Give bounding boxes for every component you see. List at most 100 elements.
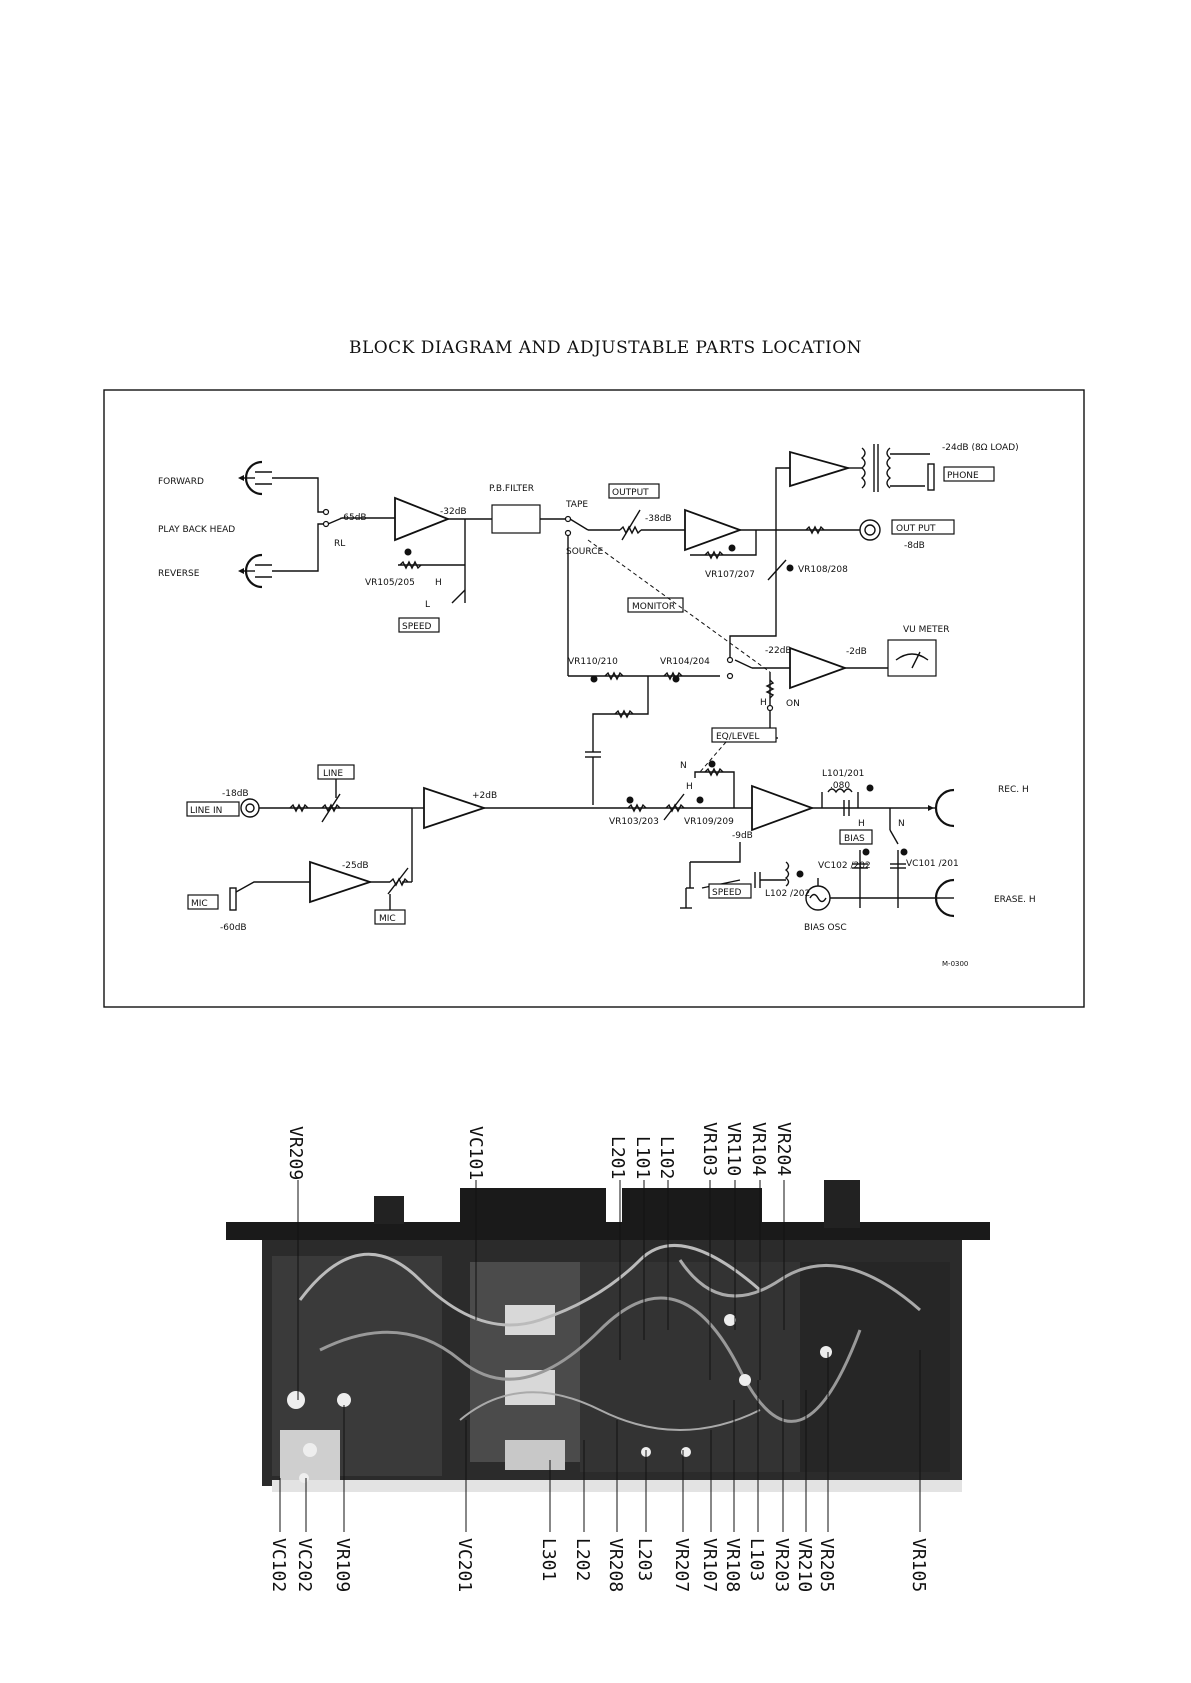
mic-input-box (187, 894, 219, 910)
label-vr207: VR207 (671, 1538, 692, 1592)
photo-labels-top: VR209 VC101 L201 L101 L102 VR103 VR110 V… (285, 1122, 794, 1180)
label-vr108: VR108 (722, 1538, 743, 1592)
vc101-label: VC101 /201 (906, 859, 959, 869)
playback-amp-icon (394, 496, 451, 542)
level-minus8: -8dB (904, 541, 925, 551)
level-minus2: -2dB (846, 647, 867, 657)
h-label: H (760, 698, 767, 708)
level-minus32: -32dB (440, 507, 467, 517)
source-label: SOURCE (566, 547, 603, 557)
phone-box (943, 466, 995, 482)
output-amp-icon (684, 508, 743, 552)
level-minus9: -9dB (732, 831, 753, 841)
mic-amp-icon (309, 860, 373, 904)
speed-switch-box (398, 617, 440, 633)
diagram-code: M-0300 (942, 960, 968, 968)
vu-meter-label: VU METER (903, 625, 950, 635)
forward-head-icon (238, 460, 272, 496)
label-l102: L102 (656, 1136, 677, 1179)
l101-label: L101/201 (822, 769, 864, 779)
label-l101: L101 (632, 1136, 653, 1179)
rec-head-label: REC. H (998, 785, 1029, 795)
level-minus18: -18dB (222, 789, 249, 799)
label-vr104: VR104 (748, 1122, 769, 1176)
pb-filter-label: P.B.FILTER (489, 484, 534, 494)
reverse-label: REVERSE (158, 569, 200, 579)
label-vr209: VR209 (285, 1126, 306, 1180)
output-label: OUTPUT (612, 488, 649, 498)
speed-switch-label: SPEED (402, 622, 432, 632)
speed-h-label: H (435, 578, 442, 588)
label-vc201: VC201 (454, 1538, 475, 1592)
label-vr204: VR204 (773, 1122, 794, 1176)
vr105-label: VR105/205 (365, 578, 415, 588)
bias-box (839, 829, 873, 845)
label-vc102: VC102 (268, 1538, 289, 1592)
mic-jack-icon (229, 887, 237, 911)
label-vr208: VR208 (605, 1538, 626, 1592)
label-l301: L301 (538, 1538, 559, 1581)
output-box (608, 483, 660, 499)
mic-vr-label: MIC (379, 914, 396, 924)
label-l103: L103 (746, 1538, 767, 1581)
level-minus38: -38dB (645, 514, 672, 524)
level-minus25: -25dB (342, 861, 369, 871)
l102-label: L102 /202 (765, 889, 810, 899)
eq-h-label: H (686, 782, 693, 792)
pb-filter-block (491, 504, 541, 534)
erase-head-icon (934, 878, 955, 918)
line-in-box (186, 801, 240, 817)
out-put-box (891, 519, 955, 535)
photo-labels-bottom: VC102 VC202 VR109 VC201 L301 L202 VR208 … (268, 1538, 929, 1592)
forward-label: FORWARD (158, 477, 204, 487)
block-diagram: FORWARD PLAY BACK HEAD REVERSE RL -65dB … (103, 389, 1085, 1008)
monitor-box (627, 597, 684, 613)
label-vr110: VR110 (723, 1122, 744, 1176)
page-title: BLOCK DIAGRAM AND ADJUSTABLE PARTS LOCAT… (348, 338, 863, 358)
vu-amp-icon (789, 646, 848, 690)
label-vr103: VR103 (699, 1122, 720, 1176)
tape-label: TAPE (565, 500, 588, 510)
chassis-photo (226, 1180, 990, 1532)
record-amp-icon (751, 784, 815, 832)
vr103-label: VR103/203 (609, 817, 659, 827)
label-l203: L203 (634, 1538, 655, 1581)
vc102-label: VC102 /202 (818, 861, 871, 871)
level-minus22: -22dB (765, 646, 792, 656)
reverse-head-icon (238, 553, 272, 589)
transformer-icon (860, 447, 866, 489)
label-vr105: VR105 (908, 1538, 929, 1592)
bias-n-label: N (898, 819, 905, 829)
diagram-frame (103, 389, 1085, 1008)
line-in-jack-icon (240, 798, 260, 818)
label-vc101: VC101 (465, 1126, 486, 1180)
bias-label: BIAS (844, 834, 865, 844)
eq-level-label: EQ/LEVEL (716, 732, 759, 742)
vr104-label: VR104/204 (660, 657, 710, 667)
bias-osc-label: BIAS OSC (804, 923, 847, 933)
erase-head-label: ERASE. H (994, 895, 1036, 905)
level-minus60: -60dB (220, 923, 247, 933)
playback-head-label: PLAY BACK HEAD (158, 525, 235, 535)
on-label: ON (786, 699, 800, 709)
out-put-label: OUT PUT (896, 524, 936, 534)
eq-level-box (711, 727, 777, 743)
line-in-label: LINE IN (190, 806, 222, 816)
label-vr109: VR109 (332, 1538, 353, 1592)
vu-meter-icon (887, 639, 937, 677)
l101-value: .080 (830, 781, 850, 791)
line-vr-label: LINE (323, 769, 343, 779)
label-vr107: VR107 (699, 1538, 720, 1592)
monitor-label: MONITOR (632, 602, 675, 612)
label-l201: L201 (607, 1136, 628, 1179)
vr108-label: VR108/208 (798, 565, 848, 575)
label-vr205: VR205 (816, 1538, 837, 1592)
level-minus24: -24dB (8Ω LOAD) (942, 443, 1019, 453)
vr110-label: VR110/210 (568, 657, 618, 667)
mic-input-label: MIC (191, 899, 208, 909)
speed2-box (708, 883, 752, 899)
speed-l-label: L (425, 600, 430, 610)
vr109-label: VR109/209 (684, 817, 734, 827)
phone-jack-icon (927, 463, 935, 491)
